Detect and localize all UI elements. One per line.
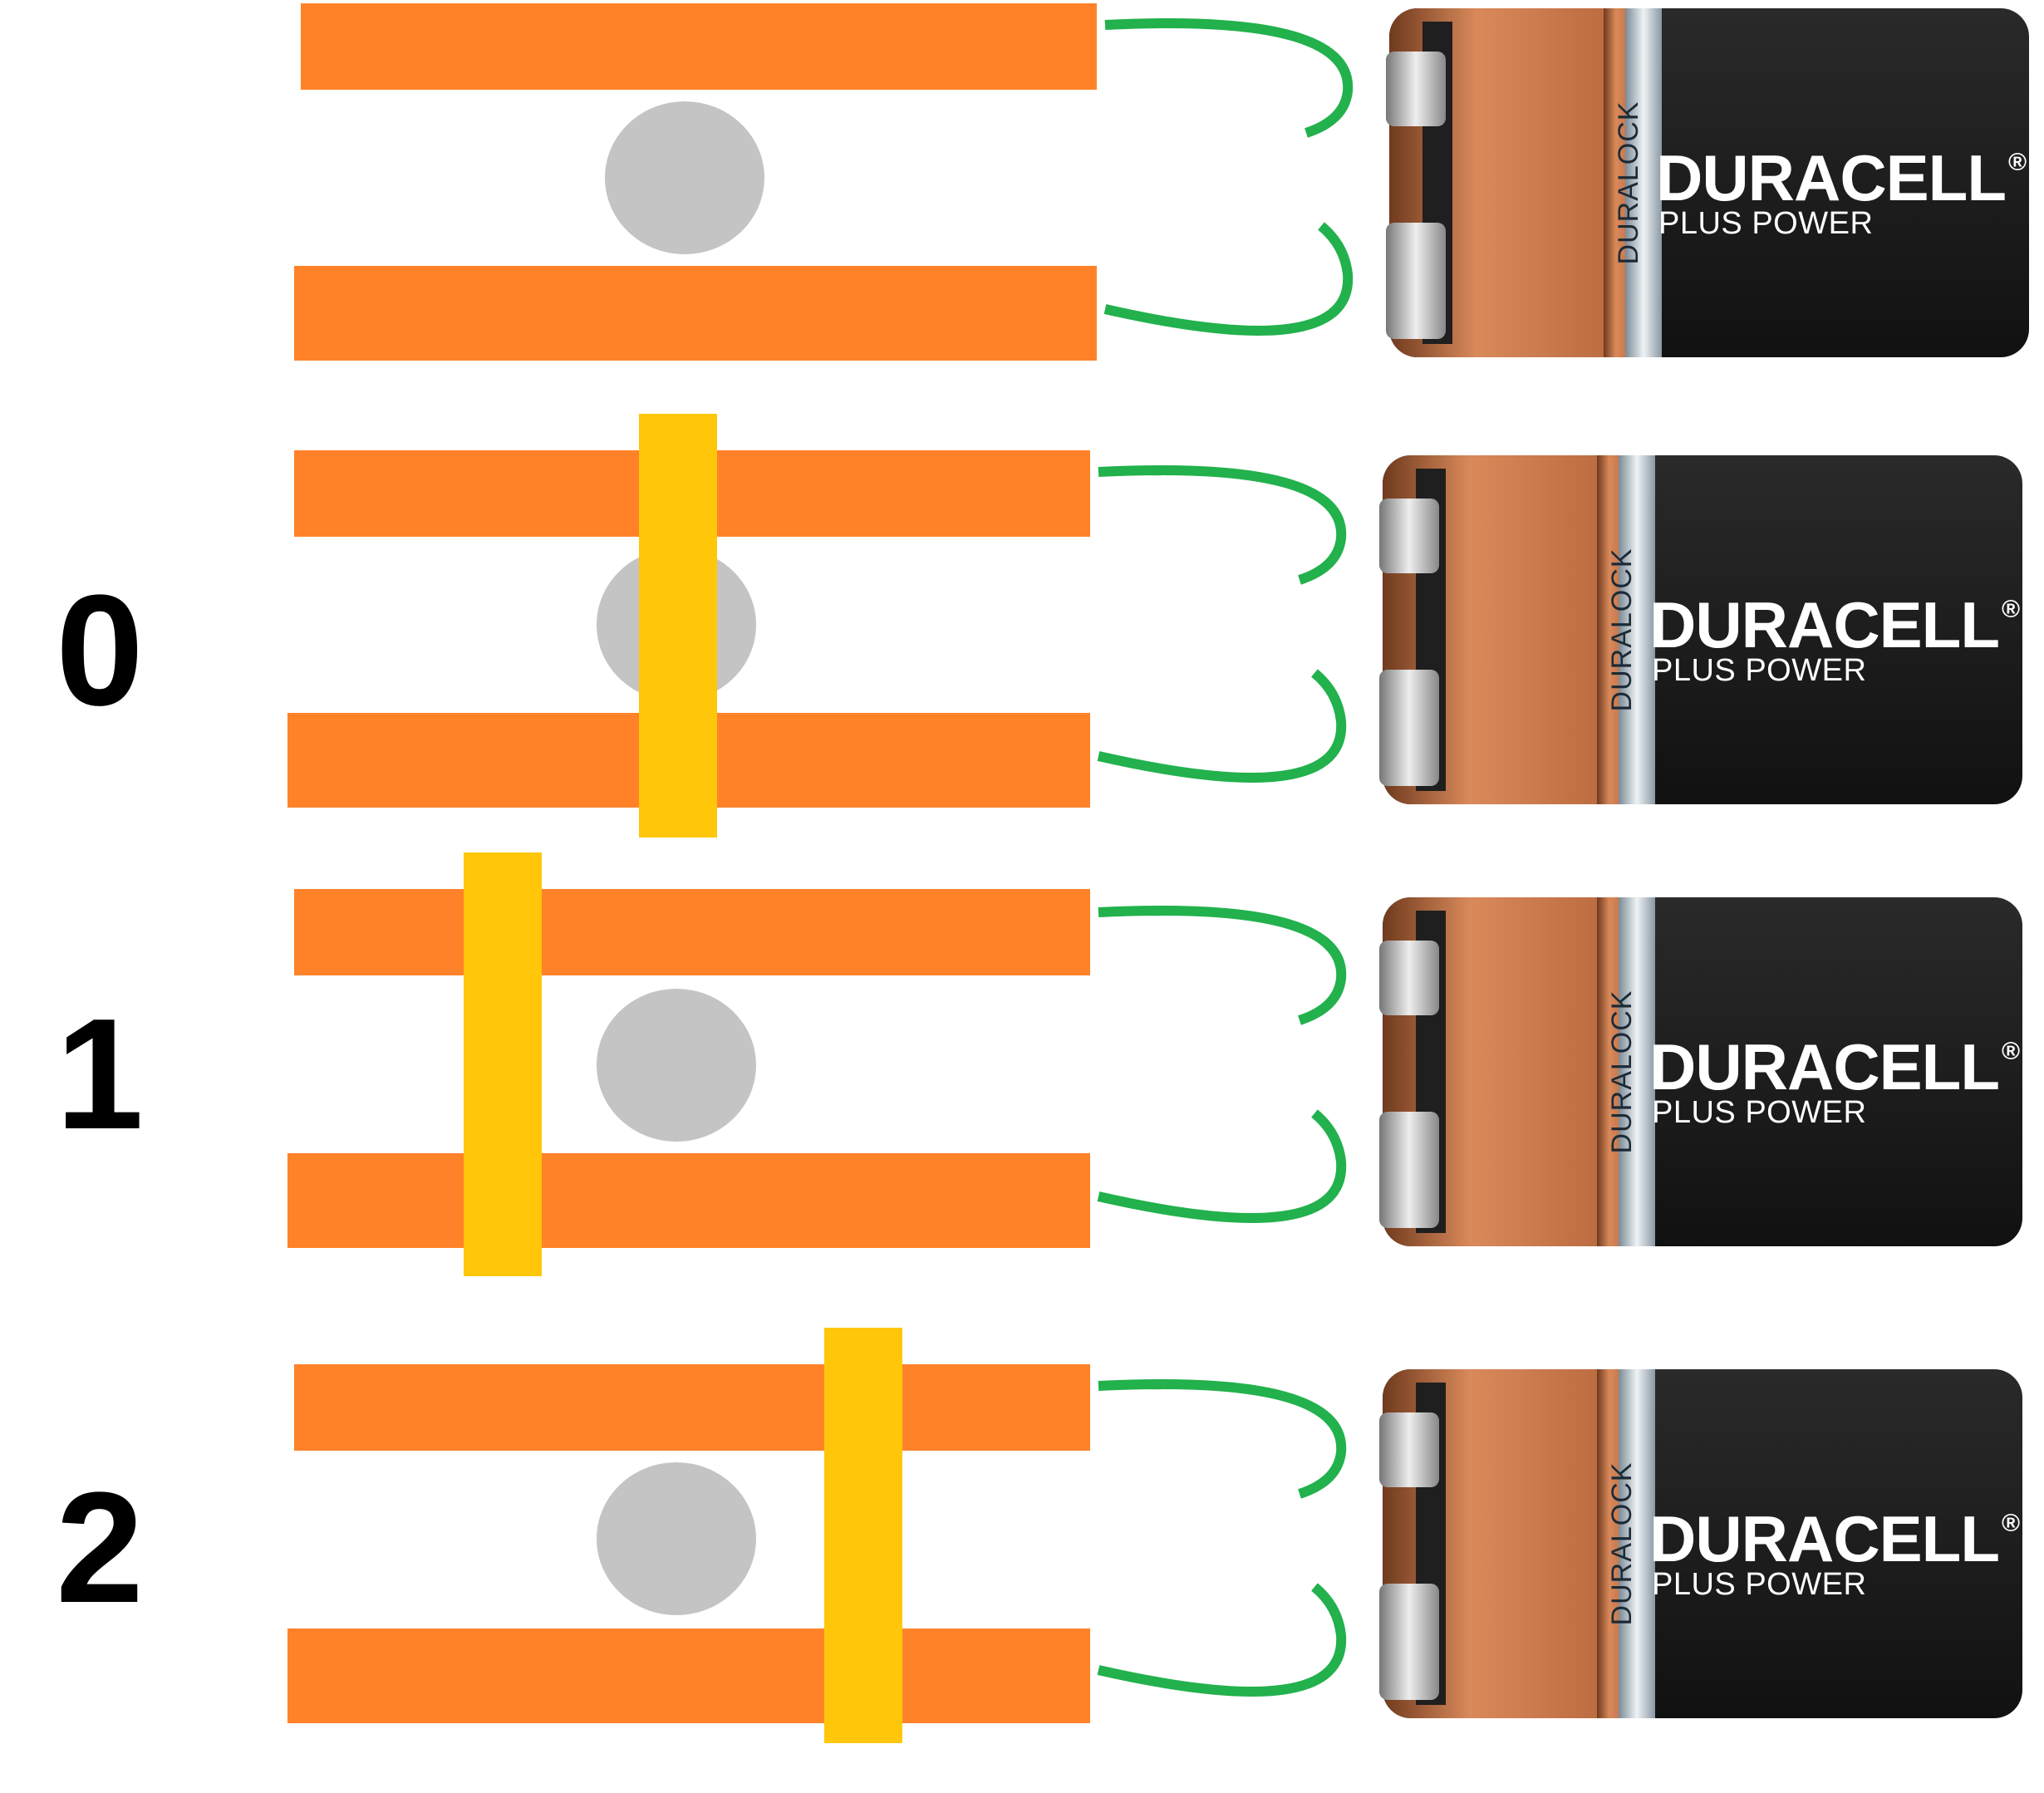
ball bbox=[597, 989, 756, 1142]
row-label: 0 bbox=[33, 572, 166, 729]
panel-0: 0 DURALOCK DURACELL® PLUS POWER bbox=[0, 447, 2044, 879]
brand-text: DURACELL® bbox=[1649, 1034, 2019, 1099]
subline-text: PLUS POWER bbox=[1652, 1569, 1866, 1600]
brand-text: DURACELL® bbox=[1649, 1506, 2019, 1571]
rail-bottom bbox=[287, 1153, 1090, 1248]
slider-bar bbox=[639, 414, 717, 838]
wires bbox=[1074, 1361, 1406, 1743]
duralock-text: DURALOCK bbox=[1608, 548, 1636, 712]
duralock-text: DURALOCK bbox=[1608, 990, 1636, 1154]
panel-reference: DURALOCK DURACELL® PLUS POWER bbox=[0, 0, 2044, 432]
duralock-text: DURALOCK bbox=[1608, 1462, 1636, 1626]
panel-2: 2 DURALOCK DURACELL® PLUS POWER bbox=[0, 1361, 2044, 1793]
duralock-text: DURALOCK bbox=[1614, 101, 1643, 265]
rail-top bbox=[294, 1364, 1090, 1451]
subline-text: PLUS POWER bbox=[1652, 655, 1866, 686]
battery: DURALOCK DURACELL® PLUS POWER bbox=[1373, 455, 2029, 804]
battery: DURALOCK DURACELL® PLUS POWER bbox=[1379, 8, 2036, 357]
brand-text: DURACELL® bbox=[1649, 592, 2019, 657]
slider-bar bbox=[824, 1328, 902, 1743]
wires bbox=[1074, 447, 1406, 829]
wires bbox=[1080, 0, 1413, 382]
rail-top bbox=[301, 3, 1097, 90]
brand-text: DURACELL® bbox=[1656, 145, 2026, 210]
battery: DURALOCK DURACELL® PLUS POWER bbox=[1373, 897, 2029, 1246]
rail-bottom bbox=[287, 1628, 1090, 1723]
slider-bar bbox=[464, 852, 542, 1276]
rail-top bbox=[294, 889, 1090, 975]
ball bbox=[597, 1462, 756, 1615]
subline-text: PLUS POWER bbox=[1658, 208, 1873, 239]
wires bbox=[1074, 887, 1406, 1270]
row-label: 2 bbox=[33, 1469, 166, 1627]
panel-1: 1 DURALOCK DURACELL® PLUS POWER bbox=[0, 887, 2044, 1319]
battery: DURALOCK DURACELL® PLUS POWER bbox=[1373, 1369, 2029, 1718]
rail-bottom bbox=[294, 266, 1097, 361]
subline-text: PLUS POWER bbox=[1652, 1097, 1866, 1128]
ball bbox=[605, 101, 764, 254]
row-label: 1 bbox=[33, 995, 166, 1153]
